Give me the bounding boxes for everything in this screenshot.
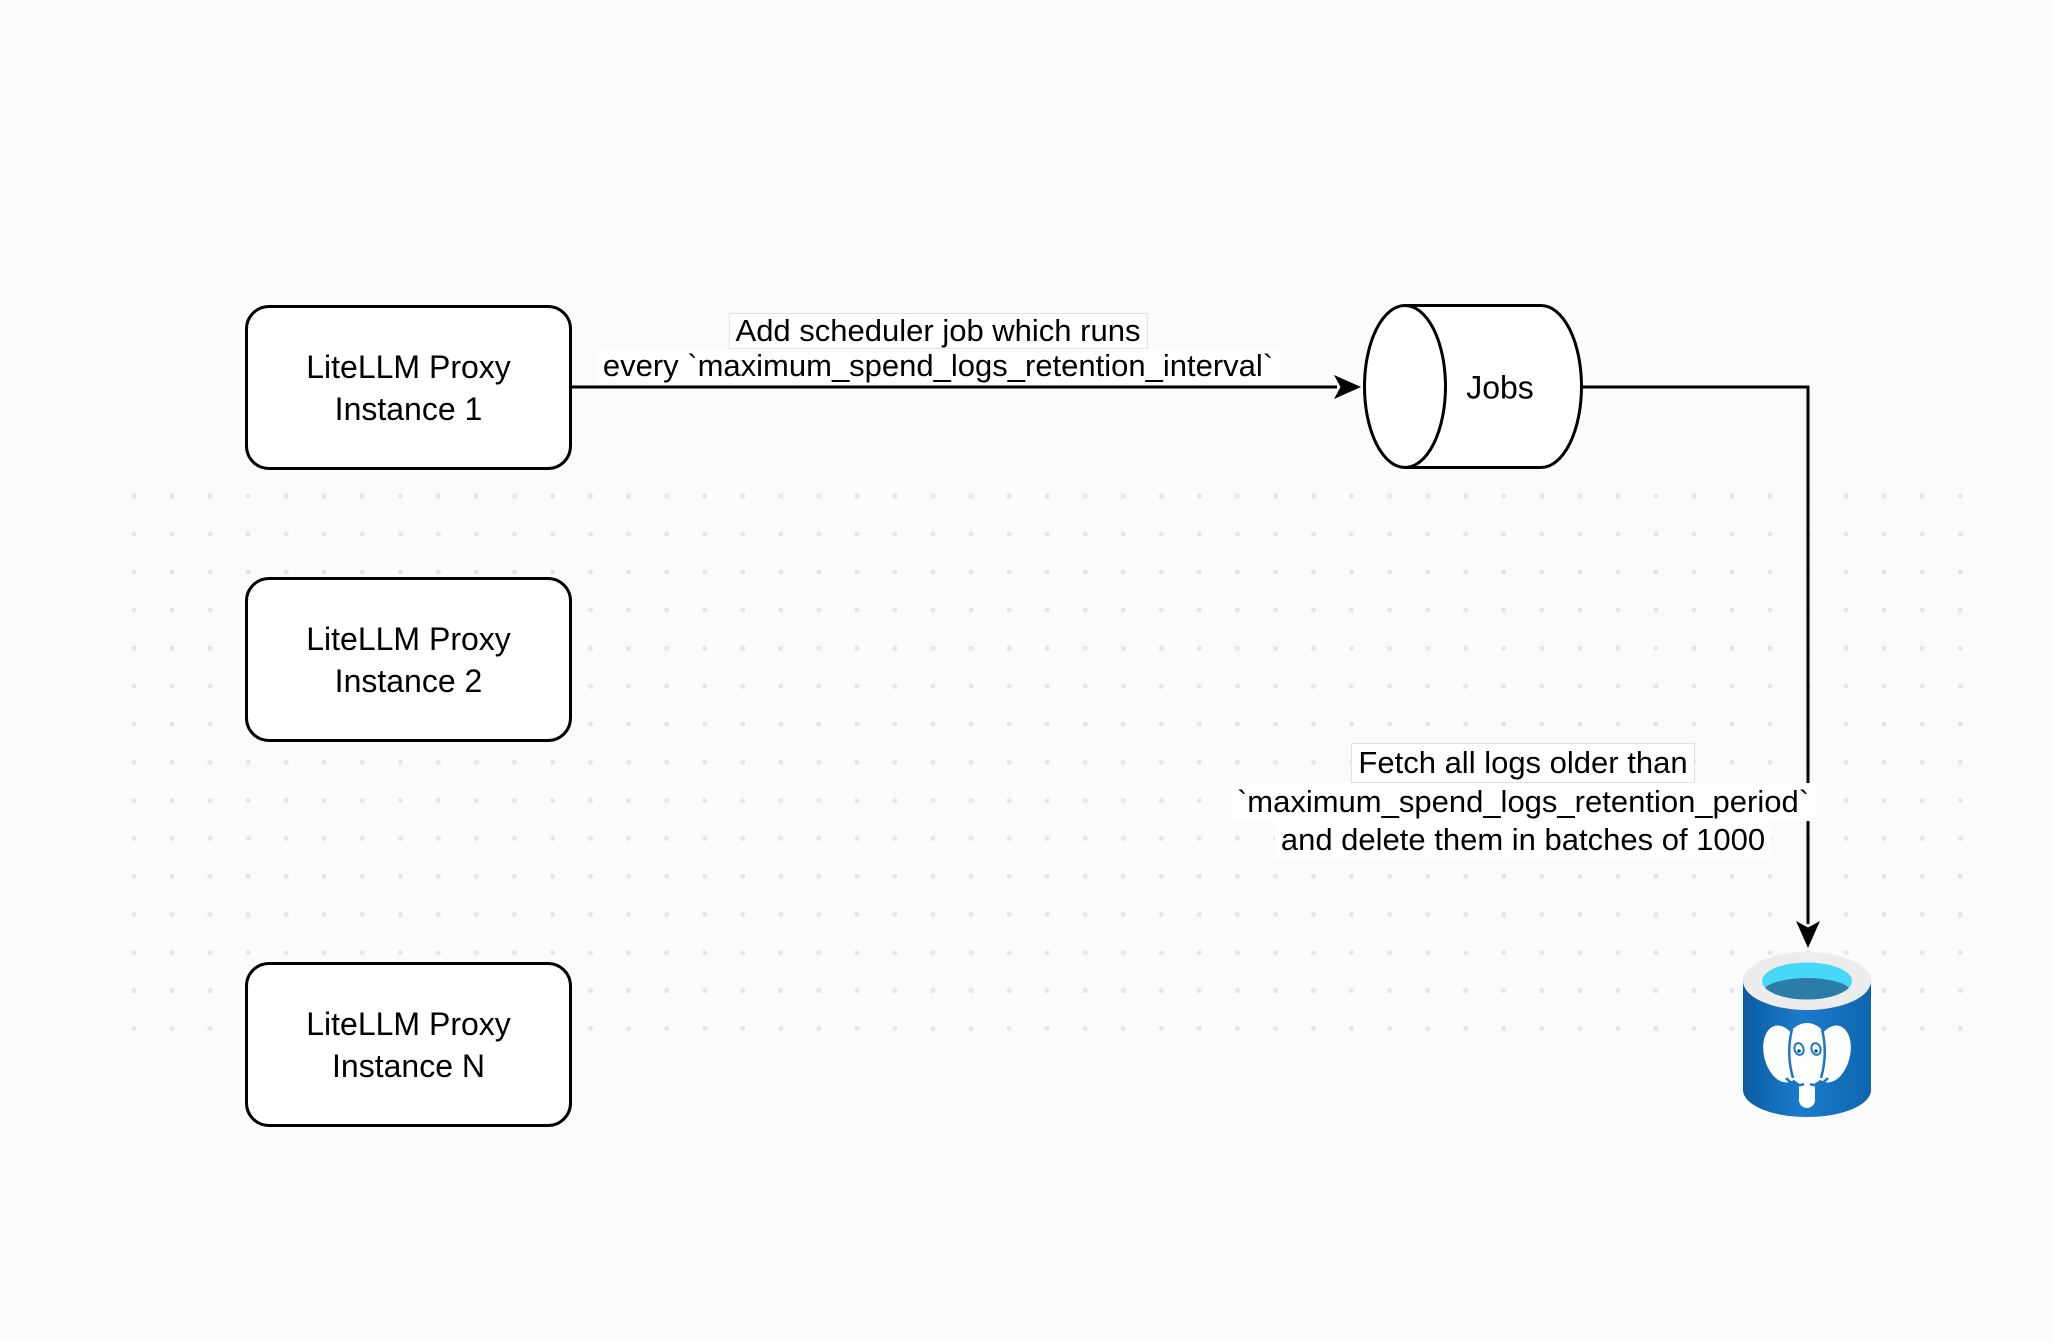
postgresql-database-icon — [1743, 952, 1871, 1117]
edge-label-scheduler: Add scheduler job which runs every `maxi… — [596, 313, 1280, 383]
proxy-n-label-line2: Instance N — [332, 1047, 485, 1084]
proxy-n-label-line1: LiteLLM Proxy — [306, 1005, 511, 1042]
node-litellm-proxy-instance-1: LiteLLM Proxy Instance 1 — [245, 305, 572, 470]
proxy-1-label-line1: LiteLLM Proxy — [306, 348, 511, 385]
arrowhead-into-jobs — [1334, 375, 1361, 399]
node-litellm-proxy-instance-n: LiteLLM Proxy Instance N — [245, 962, 572, 1127]
proxy-2-label-line2: Instance 2 — [334, 662, 483, 699]
scheduler-label-line2: every `maximum_spend_logs_retention_inte… — [596, 349, 1280, 383]
jobs-label: Jobs — [1466, 369, 1534, 406]
fetch-label-line2: `maximum_spend_logs_retention_period` — [1230, 783, 1816, 821]
proxy-1-label-line2: Instance 1 — [334, 390, 483, 427]
edge-label-fetch-delete: Fetch all logs older than `maximum_spend… — [1230, 743, 1816, 859]
fetch-label-line3: and delete them in batches of 1000 — [1274, 821, 1772, 859]
postgres-elephant-logo — [1763, 1023, 1851, 1108]
fetch-label-line1: Fetch all logs older than — [1351, 743, 1695, 783]
node-jobs-cylinder — [1363, 304, 1584, 469]
node-litellm-proxy-instance-2: LiteLLM Proxy Instance 2 — [245, 577, 572, 742]
jobs-cylinder-cap — [1363, 304, 1447, 469]
proxy-2-label-line1: LiteLLM Proxy — [306, 620, 511, 657]
scheduler-label-line1: Add scheduler job which runs — [728, 313, 1148, 349]
jobs-cylinder-body — [1405, 304, 1584, 469]
